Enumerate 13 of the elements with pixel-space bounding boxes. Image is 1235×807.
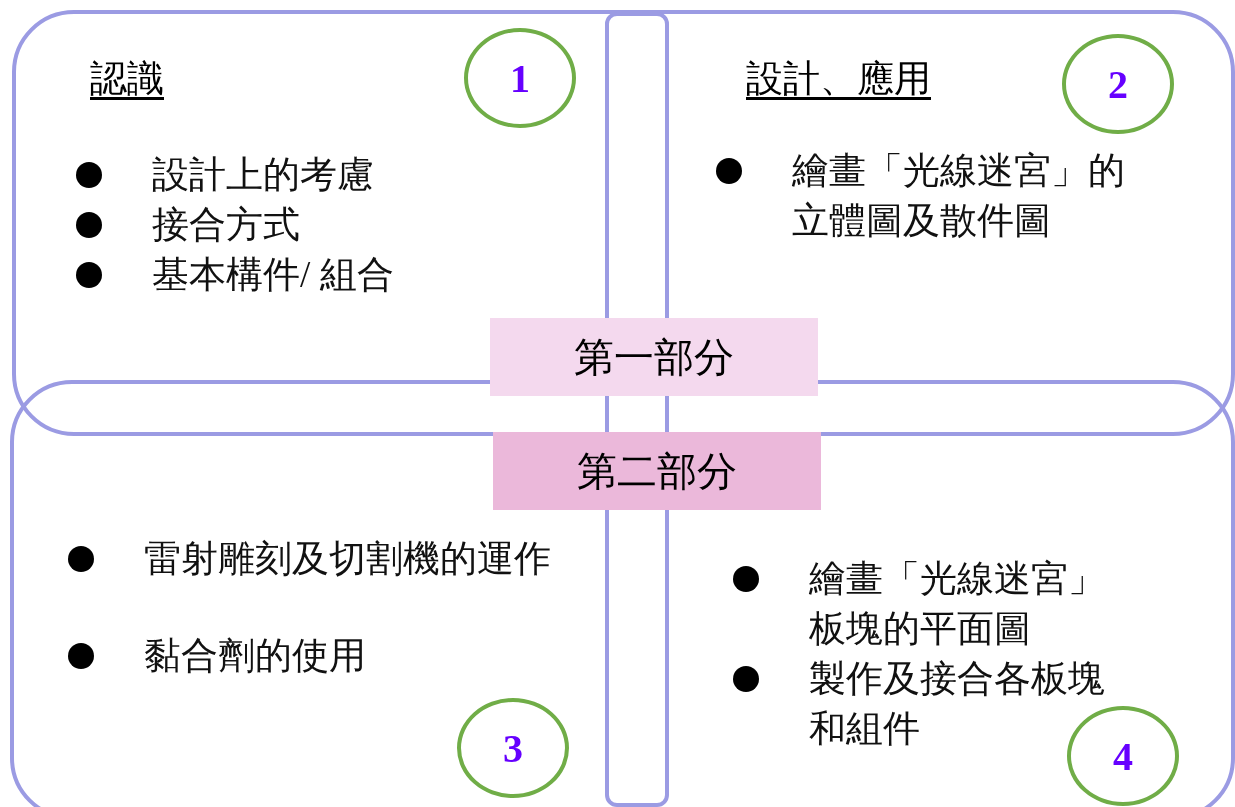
- number-circle: 2: [1062, 34, 1174, 134]
- list-item-text: 黏合劑的使用: [144, 634, 367, 678]
- section-heading: 認識: [90, 57, 165, 101]
- list-item-text: 雷射雕刻及切割機的運作: [144, 537, 552, 581]
- list-item-text: 繪畫「光線迷宮」板塊的平面圖: [809, 557, 1106, 651]
- section-heading: 設計、應用: [746, 57, 932, 101]
- number-circle: 3: [457, 698, 569, 798]
- list-item-text: 基本構件/ 組合: [152, 253, 395, 297]
- list-item-text: 接合方式: [152, 203, 301, 247]
- list-item-text: 設計上的考慮: [152, 153, 375, 197]
- number-circle: 4: [1067, 706, 1179, 806]
- number-circle: 1: [464, 28, 576, 128]
- list-item-text: 繪畫「光線迷宮」的立體圖及散件圖: [792, 149, 1126, 243]
